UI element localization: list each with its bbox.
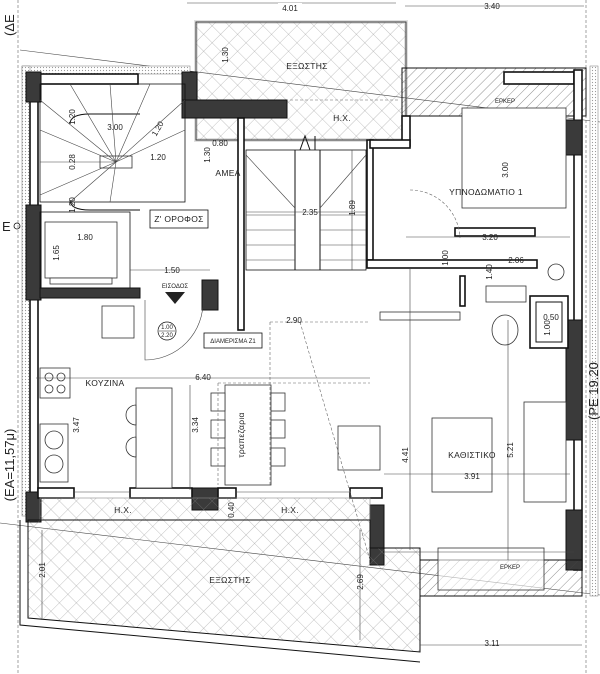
- label-living: ΚΑΘΙΣΤΙΚΟ: [448, 450, 496, 460]
- kitchen-furniture: [39, 305, 173, 489]
- annotation-right-height: (ΡΕ 19.20: [586, 362, 600, 420]
- dim-living-d2: 5.21: [506, 442, 515, 458]
- label-dining: τραπεζαρια: [236, 412, 246, 458]
- door-height: 2.20: [161, 333, 173, 339]
- dim-top-right: 3.40: [484, 2, 500, 11]
- label-balcony-top: ΕΞΩΣΤΗΣ: [286, 61, 328, 71]
- dim-amea-w: 0.80: [212, 139, 228, 148]
- dim-living-d1: 4.41: [401, 447, 410, 463]
- dim-elev-w: 1.80: [77, 233, 93, 242]
- dim-stair-d: 1.20: [150, 119, 166, 137]
- door-width: 1.00: [161, 325, 173, 331]
- label-hx-bottom-left: Η.Χ.: [114, 505, 132, 515]
- annotation-left-marker: Ε: [2, 219, 11, 234]
- entrance-door[interactable]: [144, 299, 204, 361]
- room-labels: ΕΞΩΣΤΗΣ Η.Χ. ΕΡΚΕΡ ΑΜΕΑ ΥΠΝΟΔΩΜΑΤΙΟ 1 ΕΙ…: [86, 61, 523, 585]
- dim-hall-w: 1.50: [164, 266, 180, 275]
- walls: [21, 65, 599, 597]
- elevator: [39, 211, 131, 289]
- apartment-label-box: [203, 332, 263, 349]
- apartment-label: ΔΙΑΜΕΡΙΣΜΑ Ζ1: [210, 339, 256, 345]
- floor-label-box: [149, 209, 209, 229]
- dim-shower-d: 1.00: [543, 320, 552, 336]
- dim-stair2-h: 1.89: [348, 200, 357, 216]
- label-entrance: ΕΙΣΟΔΟΣ: [162, 284, 188, 290]
- dim-balcony-left: 2.01: [38, 562, 47, 578]
- dim-bed-w: 3.20: [482, 233, 498, 242]
- entrance-arrow-icon: [165, 292, 185, 304]
- dim-width-total: 6.40: [195, 373, 211, 382]
- bedroom-door[interactable]: [409, 189, 461, 239]
- label-hx-bottom-right: Η.Χ.: [281, 505, 299, 515]
- annotation-left-top: (ΔΕ: [2, 14, 17, 36]
- label-kitchen: ΚΟΥΖΙΝΑ: [86, 378, 125, 388]
- dim-top-left: 4.01: [282, 4, 298, 13]
- guide-lines: [36, 150, 582, 646]
- dim-bath-b: 1.40: [485, 264, 494, 280]
- bed: [461, 107, 567, 209]
- dim-stair-a: 1.20: [68, 109, 77, 125]
- spiral-stair: [39, 83, 186, 211]
- dim-stair2-w: 2.35: [302, 208, 318, 217]
- bottom-erker: [384, 547, 583, 597]
- dim-shower-w: 0.50: [543, 313, 559, 322]
- label-hx-top: Η.Χ.: [333, 113, 351, 123]
- dim-bottom-right: 3.11: [485, 639, 501, 648]
- annotation-left-height: (ΕΑ=11,57μ): [2, 429, 17, 502]
- label-balcony-bottom: ΕΞΩΣΤΗΣ: [209, 575, 251, 585]
- dimension-labels: 3.00 0.80 1.20 2.35 3.20 1.80 1.50 2.06 …: [77, 123, 559, 648]
- dim-stair-e: 1.20: [150, 153, 166, 162]
- dim-stair-c: 1.20: [68, 197, 77, 213]
- central-stair: [245, 134, 367, 271]
- top-balcony: [194, 20, 408, 142]
- dim-hall2: 2.90: [286, 316, 302, 325]
- marker-icon: [13, 222, 21, 230]
- dim-stair-b: 0.28: [68, 154, 77, 170]
- dim-dining-d: 3.34: [191, 417, 200, 433]
- label-amea: ΑΜΕΑ: [215, 168, 240, 178]
- dim-bath-a: 1.00: [441, 250, 450, 266]
- dim-balcony-depth: 1.30: [221, 47, 230, 63]
- dim-amea-d: 1.30: [203, 147, 212, 163]
- dim-bed-d: 3.00: [501, 162, 510, 178]
- dim-kitchen-d: 3.47: [72, 417, 81, 433]
- dim-wall-gap: 0.40: [227, 502, 236, 518]
- bottom-balcony: [19, 497, 421, 663]
- label-erker-bottom: ΕΡΚΕΡ: [500, 565, 520, 571]
- living-furniture: [337, 263, 567, 503]
- floor-title: Ζ' ΟΡΟΦΟΣ: [154, 214, 203, 224]
- dimension-labels-vertical: 1.30 1.20 0.28 1.20 1.20 1.30 1.89 3.00 …: [38, 47, 552, 590]
- dim-bath-c: 2.06: [508, 256, 524, 265]
- dim-stair-width: 3.00: [107, 123, 123, 132]
- top-dimensions: 4.01 3.40: [187, 2, 584, 13]
- dim-living-w: 3.91: [464, 472, 480, 481]
- dining-table: [210, 384, 286, 486]
- dim-elev-d: 1.65: [52, 245, 61, 261]
- dim-balcony-right: 2.69: [356, 574, 365, 590]
- label-bedroom: ΥΠΝΟΔΩΜΑΤΙΟ 1: [449, 187, 523, 197]
- label-erker-top: ΕΡΚΕΡ: [495, 99, 515, 105]
